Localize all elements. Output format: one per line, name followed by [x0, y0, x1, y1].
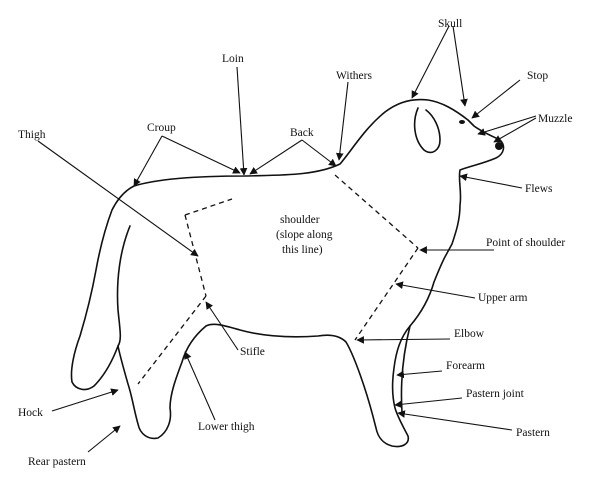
label-croup: Croup: [147, 122, 176, 134]
label-withers: Withers: [336, 70, 372, 82]
label-upper-arm: Upper arm: [478, 292, 528, 304]
shoulder-blade-dash-line: [334, 174, 419, 249]
nose: [495, 142, 503, 150]
label-elbow: Elbow: [454, 328, 485, 340]
label-thigh: Thigh: [18, 129, 46, 141]
skull-pointer-2: [452, 25, 468, 107]
back-pointer-2: [301, 139, 337, 167]
skull-pointer-1: [411, 25, 450, 99]
forearm-pointer: [396, 370, 443, 379]
loin-pointer: [236, 66, 248, 176]
label-loin: Loin: [222, 53, 244, 65]
label-pastern-joint: Pastern joint: [466, 388, 525, 400]
hind-leg-inner-line: [116, 225, 131, 347]
back-pointer-1: [249, 139, 303, 175]
muzzle-pointer-1: [477, 115, 537, 136]
label-shoulder-line-1: shoulder: [280, 214, 320, 226]
label-stop: Stop: [527, 70, 548, 82]
label-skull: Skull: [438, 18, 462, 30]
stop-pointer: [471, 79, 521, 119]
label-rear-pastern: Rear pastern: [28, 456, 86, 468]
rear-pastern-pointer: [87, 425, 121, 453]
label-point-of-shoulder: Point of shoulder: [486, 237, 565, 249]
label-shoulder-line-2: (slope along: [276, 229, 333, 241]
label-stifle: Stifle: [240, 346, 265, 358]
croup-pointer-1: [133, 135, 163, 187]
hock-pointer: [51, 388, 119, 412]
humerus-dash-line: [354, 247, 419, 341]
tibia-dash-line: [137, 295, 207, 385]
label-lower-thigh: Lower thigh: [198, 421, 255, 433]
label-flews: Flews: [525, 183, 553, 195]
ear-outline: [413, 107, 441, 154]
croup-pointer-2: [161, 135, 241, 174]
flews-pointer: [459, 173, 523, 189]
elbow-pointer: [356, 336, 451, 344]
muzzle-pointer-2: [493, 117, 537, 143]
label-hock: Hock: [18, 407, 43, 419]
label-muzzle: Muzzle: [538, 113, 572, 125]
dog-outline: [70, 98, 505, 448]
pelvis-dash-line: [184, 198, 233, 216]
thigh-pointer: [37, 140, 199, 257]
label-forearm: Forearm: [446, 360, 485, 372]
label-pastern: Pastern: [516, 427, 550, 439]
pastern-pointer: [397, 410, 513, 431]
pastern-joint-pointer: [394, 397, 463, 409]
lower-thigh-pointer: [184, 351, 216, 421]
withers-pointer: [335, 81, 349, 161]
upper-arm-pointer: [395, 281, 476, 299]
label-shoulder-line-3: this line): [282, 244, 323, 256]
stifle-pointer: [205, 301, 239, 351]
eye: [459, 120, 465, 124]
femur-dash-line: [184, 214, 207, 297]
label-back: Back: [290, 127, 314, 139]
